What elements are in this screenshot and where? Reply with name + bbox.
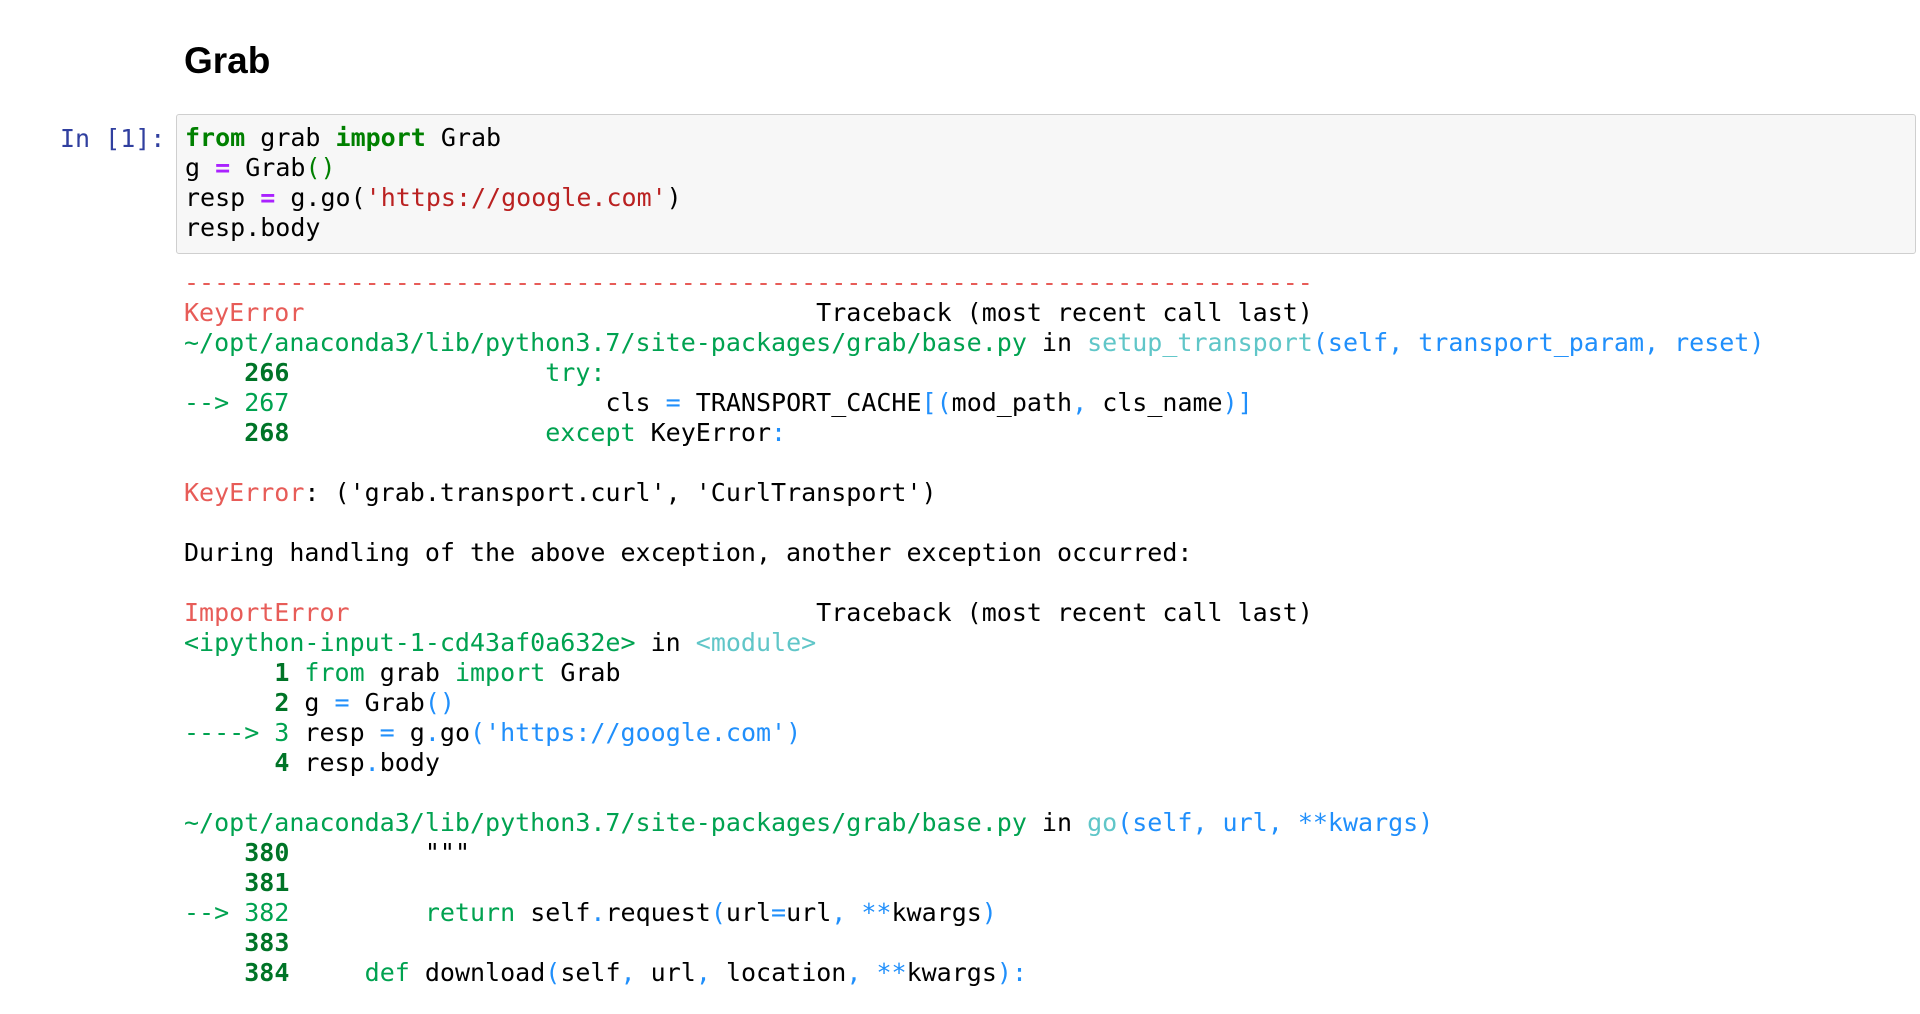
traceback-header: KeyError Traceback (most recent call las… [184, 298, 1313, 327]
traceback-frame-location: ~/opt/anaconda3/lib/python3.7/site-packa… [184, 328, 1765, 357]
code-line: resp = g.go('https://google.com') [185, 183, 682, 212]
chained-exception-note: During handling of the above exception, … [184, 538, 1193, 567]
markdown-heading: Grab [184, 40, 271, 81]
traceback-code-line: 2 g = Grab() [274, 688, 455, 717]
traceback-code-line: 380 """ [244, 838, 470, 867]
traceback-code-line: 384 def download(self, url, location, **… [244, 958, 1027, 987]
traceback-current-line: --> 382 return self.request(url=url, **k… [184, 898, 997, 927]
input-prompt: In [1]: [60, 124, 166, 153]
traceback-code-line: 268 except KeyError: [244, 418, 787, 447]
traceback-frame-location: ~/opt/anaconda3/lib/python3.7/site-packa… [184, 808, 1434, 837]
error-output: ----------------------------------------… [184, 268, 1764, 988]
traceback-code-line: 266 try: [244, 358, 606, 387]
traceback-code-line: 4 resp.body [274, 748, 440, 777]
error-message: KeyError: ('grab.transport.curl', 'CurlT… [184, 478, 937, 507]
traceback-code-line: 381 [244, 868, 290, 897]
traceback-frame-location: <ipython-input-1-cd43af0a632e> in <modul… [184, 628, 817, 657]
code-line: from grab import Grab [185, 123, 502, 152]
traceback-current-line: --> 267 cls = TRANSPORT_CACHE[(mod_path,… [184, 388, 1253, 417]
traceback-code-line: 383 [244, 928, 290, 957]
traceback-code-line: 1 from grab import Grab [274, 658, 621, 687]
traceback-current-line: ----> 3 resp = g.go('https://google.com'… [184, 718, 802, 747]
traceback-separator: ----------------------------------------… [184, 268, 1313, 297]
traceback-header: ImportError Traceback (most recent call … [184, 598, 1313, 627]
code-line: resp.body [185, 213, 321, 242]
code-line: g = Grab() [185, 153, 336, 182]
